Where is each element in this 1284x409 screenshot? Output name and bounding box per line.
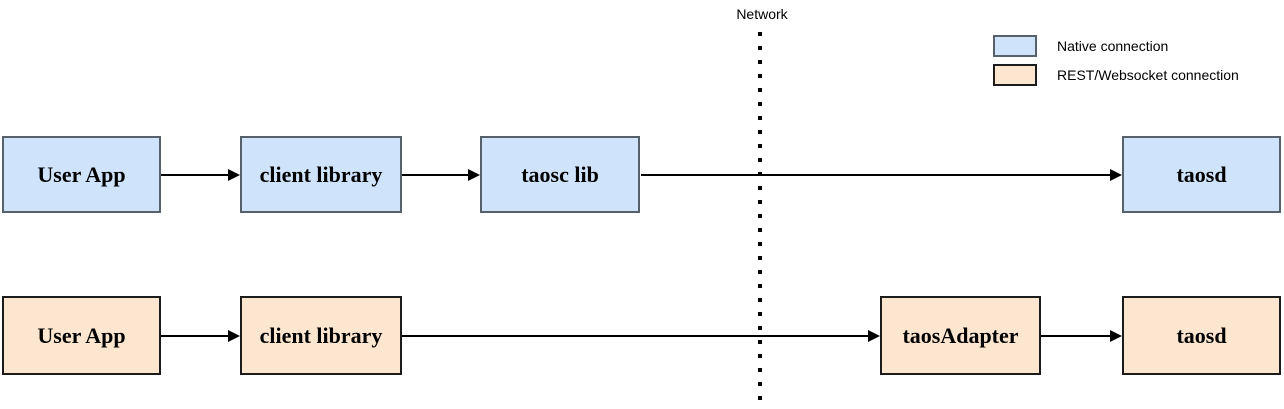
node-user-app-native: User App <box>2 136 161 213</box>
native-connection-swatch <box>993 35 1037 57</box>
arrow-clientlibrary-to-taosclib <box>402 169 480 181</box>
network-divider-line <box>758 32 762 409</box>
node-taosadapter: taosAdapter <box>880 296 1041 375</box>
node-user-app-rest: User App <box>2 296 161 375</box>
node-client-library-rest: client library <box>240 296 402 375</box>
node-taosc-lib: taosc lib <box>480 136 640 213</box>
legend-label-rest: REST/Websocket connection <box>1057 67 1239 83</box>
legend-item-rest: REST/Websocket connection <box>993 64 1239 86</box>
legend: Native connection REST/Websocket connect… <box>993 35 1239 93</box>
node-taosd-native: taosd <box>1122 136 1281 213</box>
arrow-taosclib-to-taosd <box>641 169 1122 181</box>
rest-connection-swatch <box>993 64 1037 86</box>
arrow-taosadapter-to-taosd <box>1041 330 1122 342</box>
network-label: Network <box>736 6 788 22</box>
arrow-userapp-to-clientlibrary-native <box>161 169 240 181</box>
node-client-library-native: client library <box>240 136 402 213</box>
arrow-clientlibrary-to-taosadapter <box>402 330 880 342</box>
arrow-userapp-to-clientlibrary-rest <box>161 330 240 342</box>
legend-label-native: Native connection <box>1057 38 1169 54</box>
legend-item-native: Native connection <box>993 35 1239 57</box>
node-taosd-rest: taosd <box>1122 296 1281 375</box>
